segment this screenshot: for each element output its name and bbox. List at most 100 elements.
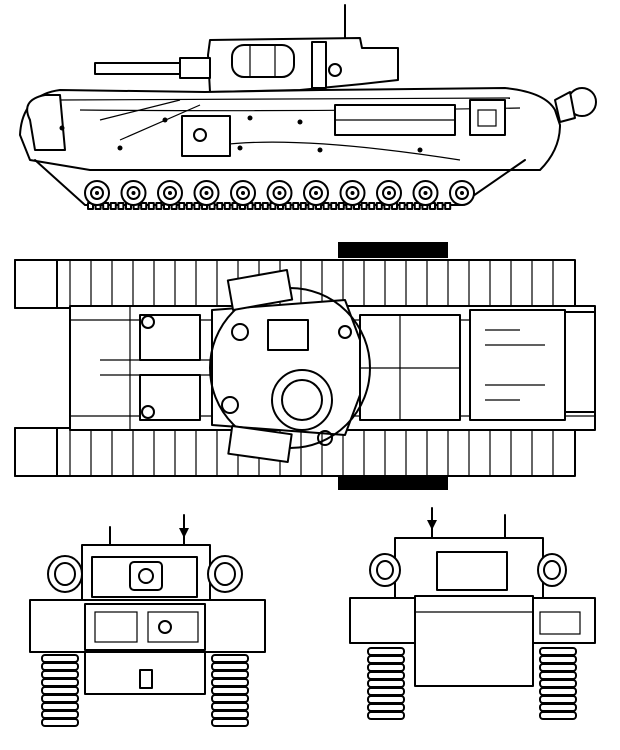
cupola [271, 369, 333, 431]
track-link [367, 663, 405, 672]
track-link [539, 647, 577, 656]
rear-deck [469, 309, 566, 421]
track-link [406, 202, 414, 210]
wheel-bolt [350, 191, 355, 195]
track-pad-bottom [338, 476, 448, 490]
wheel-bolt [131, 191, 136, 195]
track-link [539, 671, 577, 680]
wheel-bolt [204, 191, 209, 195]
track-link [41, 694, 79, 703]
turret-rear-box [436, 551, 508, 591]
front-track-right [211, 654, 249, 727]
track-link [436, 202, 444, 210]
mantlet [129, 561, 163, 591]
track-link [368, 202, 376, 210]
track-link [284, 202, 292, 210]
track-link [367, 703, 405, 712]
track-link [322, 202, 330, 210]
stowage-bin-left [226, 269, 294, 311]
track-link [41, 702, 79, 711]
track-link [299, 202, 307, 210]
track-link [41, 718, 79, 727]
track-link [41, 710, 79, 719]
stowage-bin-right [227, 424, 293, 464]
track-link [539, 687, 577, 696]
rear-track-right [539, 647, 577, 720]
track-link [367, 679, 405, 688]
track-link [211, 662, 249, 671]
track-link [367, 671, 405, 680]
track-link [211, 718, 249, 727]
front-horn [26, 94, 66, 151]
track-link [41, 670, 79, 679]
wheel-bolt [460, 191, 464, 195]
track-link [539, 703, 577, 712]
wheel-hub [236, 186, 250, 200]
track-link [147, 202, 155, 210]
track-link [360, 202, 368, 210]
track-link [41, 686, 79, 695]
track-link [337, 202, 345, 210]
rear-coil-left [369, 553, 401, 587]
track-link [155, 202, 163, 210]
rear-plate [414, 595, 534, 687]
track-link [539, 679, 577, 688]
track-link [102, 202, 110, 210]
track-link [211, 710, 249, 719]
track-link [330, 202, 338, 210]
driver-hatch [139, 314, 201, 361]
track-link [41, 662, 79, 671]
track-link [367, 695, 405, 704]
rivets [59, 115, 423, 153]
top-view [14, 242, 596, 490]
track-link [117, 202, 125, 210]
wheel-hub [272, 186, 287, 200]
rear-panel [469, 99, 506, 136]
track-link [539, 655, 577, 664]
rear-track-left [367, 647, 405, 720]
track-link [398, 202, 406, 210]
track-link [211, 694, 249, 703]
gunner-hatch [139, 374, 201, 421]
wheel-bolt [277, 191, 282, 195]
track-link [367, 655, 405, 664]
commander-hatch [267, 319, 309, 351]
track-link [193, 202, 201, 210]
wheel-hub [309, 186, 323, 200]
track-link [261, 202, 269, 210]
track-link [41, 654, 79, 663]
track-link [41, 678, 79, 687]
track-link [223, 202, 231, 210]
road-wheels [84, 180, 475, 206]
wheel-bolt [314, 191, 318, 195]
turret-port [328, 63, 342, 77]
track-link [375, 202, 383, 210]
wheel-hub [90, 186, 104, 200]
track-link [216, 202, 224, 210]
wheel-bolt [95, 191, 99, 195]
track-link [539, 663, 577, 672]
wheel-bolt [387, 191, 391, 195]
track-link [367, 687, 405, 696]
rear-view [349, 507, 596, 720]
track-link [539, 711, 577, 720]
wheel-hub [455, 186, 469, 200]
track-link [211, 654, 249, 663]
track-link [211, 670, 249, 679]
side-view [19, 4, 597, 210]
wheel-hub [418, 186, 433, 200]
track-link [211, 678, 249, 687]
wheel-bolt [423, 191, 428, 195]
track-bars [69, 260, 554, 476]
track-link [140, 202, 148, 210]
track-link [185, 202, 193, 210]
wheel-hub [345, 186, 360, 200]
track-link [444, 202, 452, 210]
track-link [539, 695, 577, 704]
track-link [254, 202, 262, 210]
wheel-hub [126, 186, 141, 200]
wheel-bolt [241, 191, 245, 195]
track-link [367, 711, 405, 720]
